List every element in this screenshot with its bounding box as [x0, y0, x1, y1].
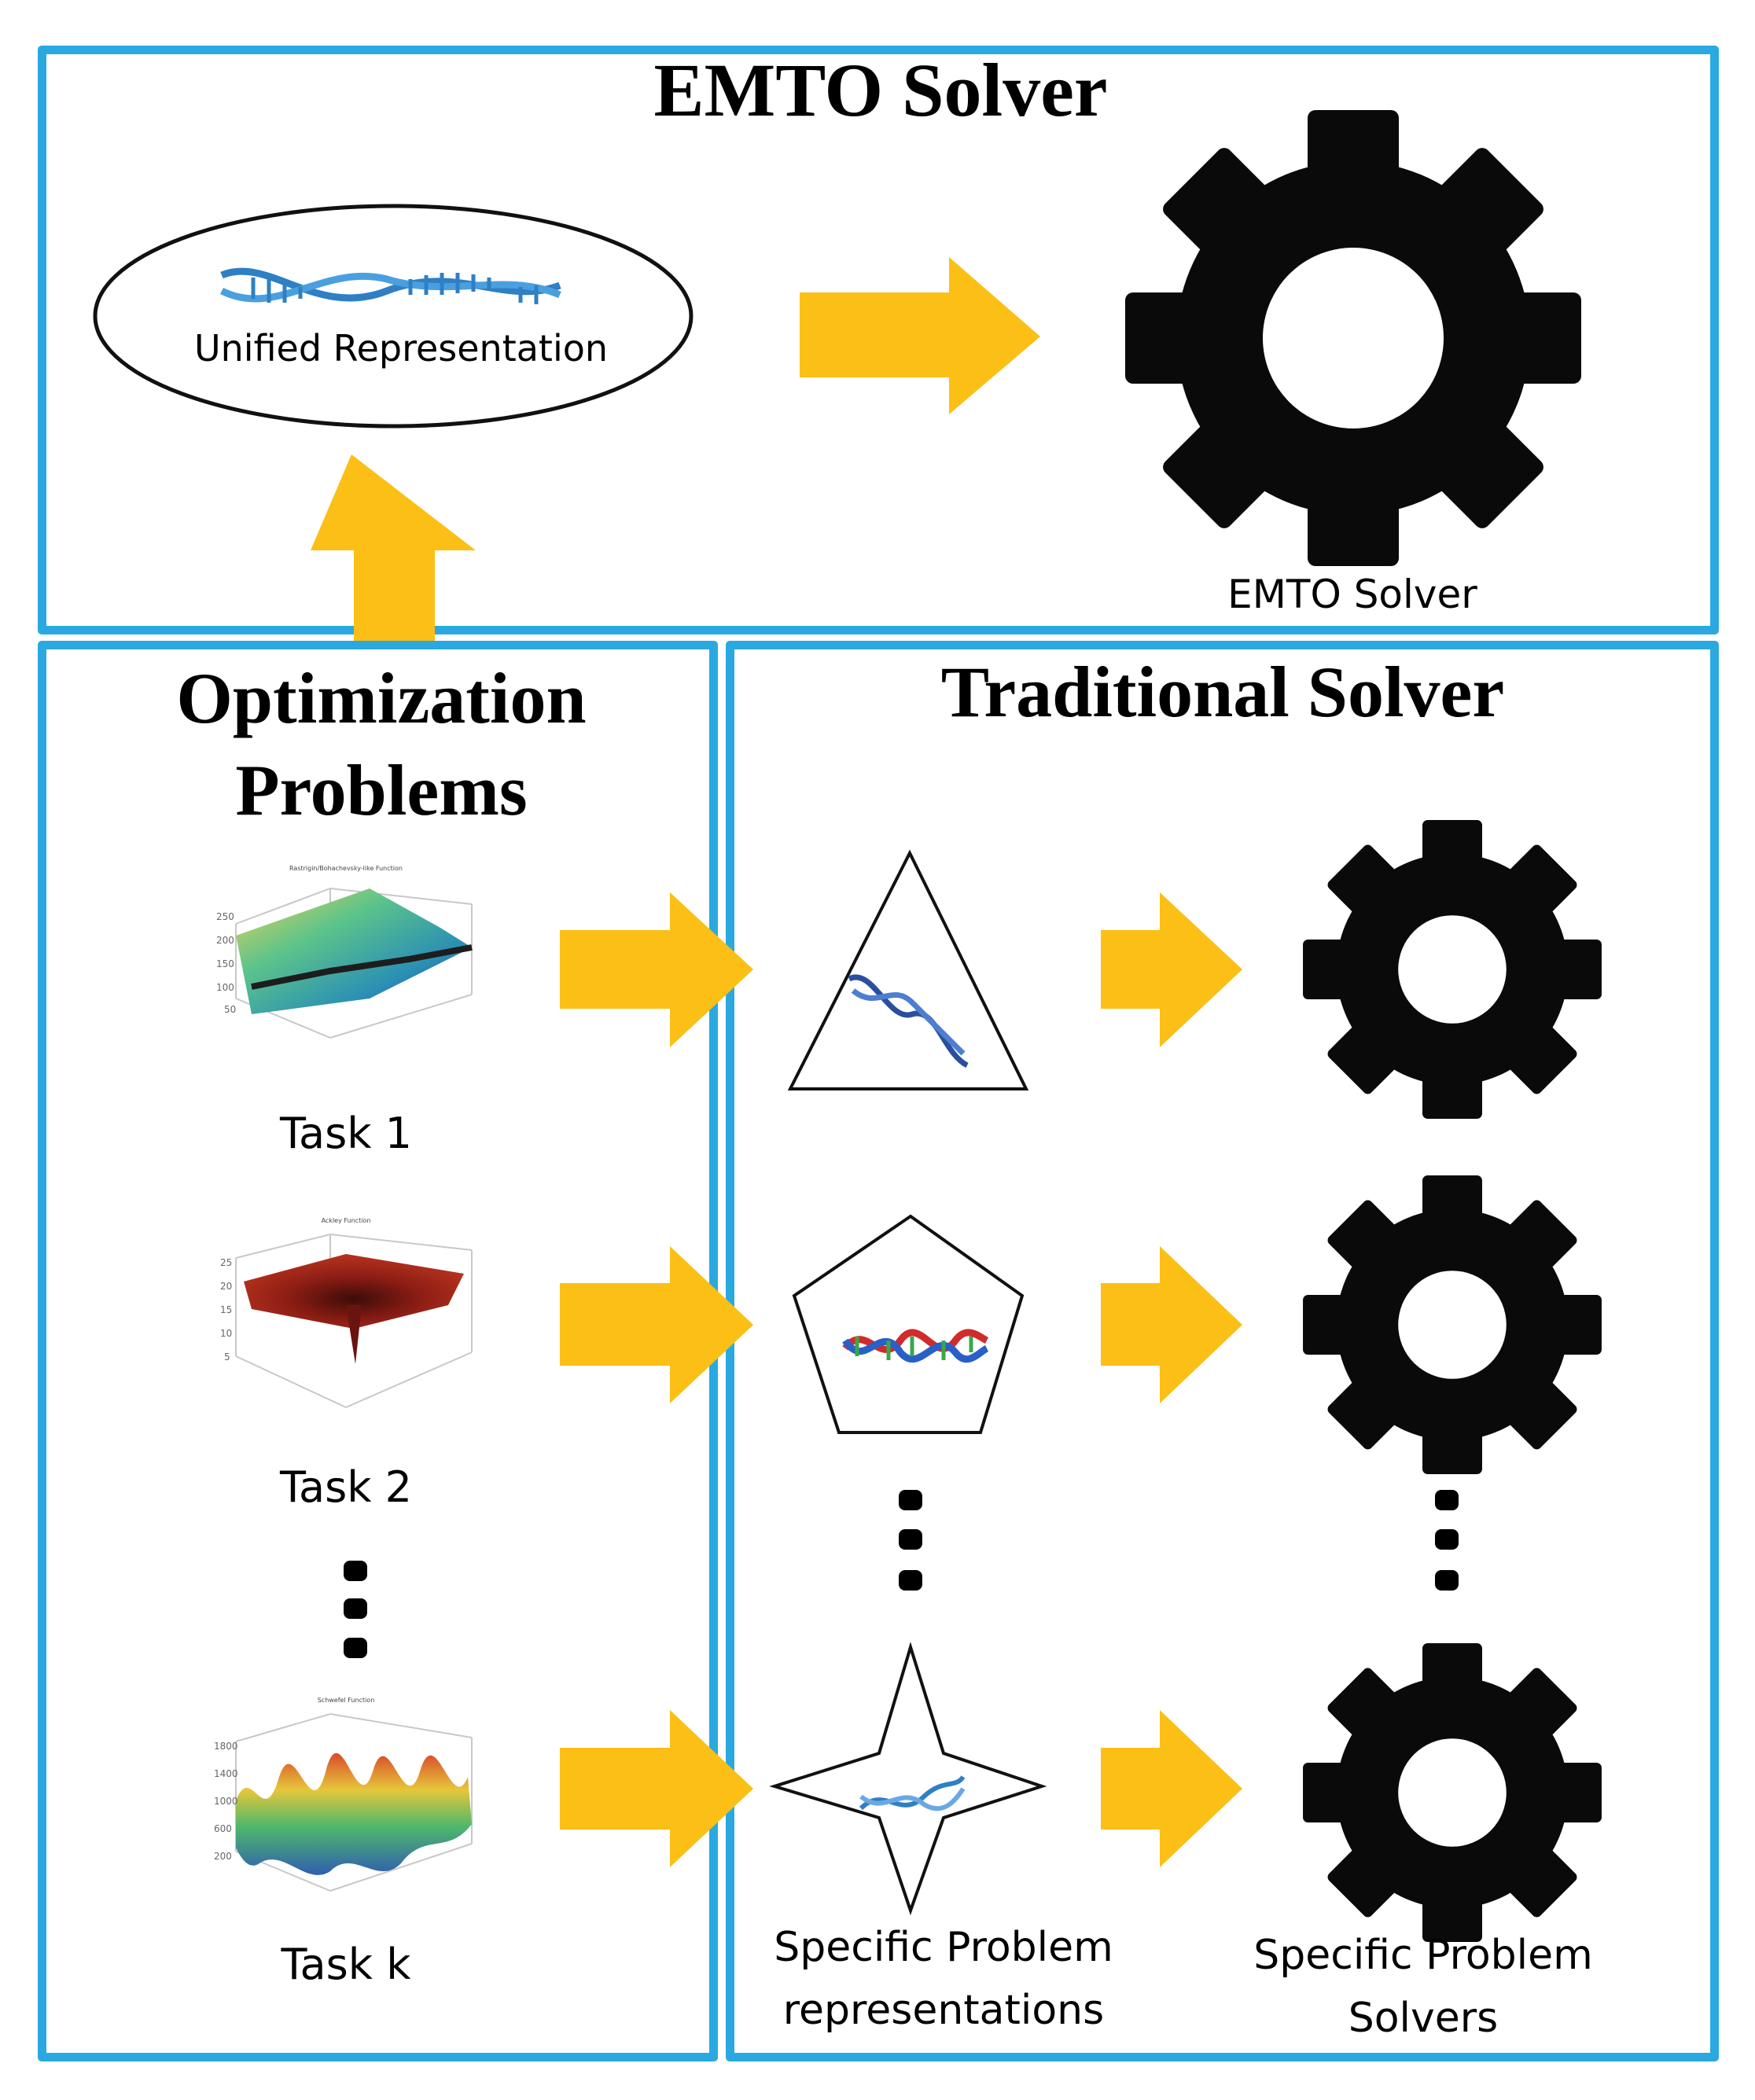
- arrow-right-icon: [800, 257, 1040, 414]
- star-representation: [769, 1642, 1047, 1916]
- arrow-right-icon: [560, 892, 753, 1047]
- unified-representation-ellipse: [93, 204, 694, 428]
- task-2-plot-title: Ackley Function: [321, 1217, 371, 1224]
- svg-text:10: 10: [220, 1328, 232, 1339]
- optimization-panel-title-line2: Problems: [235, 750, 528, 830]
- svg-text:250: 250: [216, 911, 234, 922]
- svg-text:150: 150: [216, 958, 234, 969]
- arrow-up-icon: [311, 454, 476, 641]
- arrow-right-icon: [1101, 1710, 1242, 1867]
- unified-representation-label: Unified Representation: [193, 327, 609, 370]
- arrow-right-icon: [560, 1710, 753, 1867]
- representations-label-line2: representations: [782, 1987, 1105, 2034]
- task-1-label: Task 1: [279, 1109, 413, 1158]
- task-k-plot-title: Schwefel Function: [317, 1697, 375, 1704]
- ellipsis-vertical-icon: [344, 1561, 367, 1658]
- svg-text:200: 200: [216, 935, 234, 946]
- ellipsis-vertical-icon: [899, 1490, 922, 1591]
- dna-helix-icon: [859, 1775, 966, 1811]
- emto-solver-label: EMTO Solver: [1227, 572, 1477, 617]
- gear-icon: [1303, 1175, 1602, 1474]
- arrow-right-icon: [560, 1246, 753, 1403]
- task-2-label: Task 2: [279, 1462, 413, 1512]
- triangle-representation: [787, 849, 1029, 1090]
- optimization-panel-title-line1: Optimization: [176, 658, 587, 738]
- emto-solver-panel: [38, 46, 1719, 634]
- svg-text:50: 50: [224, 1004, 236, 1015]
- svg-text:5: 5: [224, 1352, 230, 1363]
- svg-text:100: 100: [216, 982, 234, 993]
- dna-helix-icon: [848, 974, 969, 1068]
- emto-panel-title: EMTO Solver: [653, 48, 1108, 132]
- pentagon-representation: [792, 1214, 1025, 1434]
- task-k-label: Task k: [281, 1940, 411, 1989]
- solvers-label-line2: Solvers: [1348, 1995, 1499, 2042]
- gear-icon: [1125, 110, 1581, 566]
- task-k-surface-plot: 1800 1400 1000 600 200: [208, 1694, 480, 1911]
- svg-text:15: 15: [220, 1304, 232, 1315]
- solvers-label-line1: Specific Problem: [1253, 1932, 1593, 1979]
- gear-icon: [1303, 1643, 1602, 1942]
- svg-text:600: 600: [214, 1823, 232, 1834]
- traditional-panel-title: Traditional Solver: [940, 652, 1505, 732]
- task-1-plot-title: Rastrigin/Bohachevsky-like Function: [289, 865, 403, 872]
- svg-text:1000: 1000: [214, 1796, 238, 1807]
- task-1-surface-plot: 250 200 150 100 50: [208, 861, 480, 1065]
- svg-text:200: 200: [214, 1851, 232, 1862]
- ellipsis-vertical-icon: [1435, 1490, 1459, 1591]
- traditional-solver-panel: [726, 641, 1719, 2061]
- dna-helix-icon: [219, 267, 561, 304]
- gear-icon: [1303, 820, 1602, 1119]
- svg-text:20: 20: [220, 1281, 232, 1292]
- arrow-right-icon: [1101, 892, 1242, 1047]
- arrow-right-icon: [1101, 1246, 1242, 1403]
- svg-text:1400: 1400: [214, 1768, 238, 1779]
- svg-text:1800: 1800: [214, 1741, 238, 1752]
- task-2-surface-plot: 25 20 15 10 5: [208, 1215, 480, 1427]
- svg-text:25: 25: [220, 1257, 232, 1268]
- representations-label-line1: Specific Problem: [774, 1924, 1113, 1971]
- dna-helix-icon: [842, 1329, 989, 1363]
